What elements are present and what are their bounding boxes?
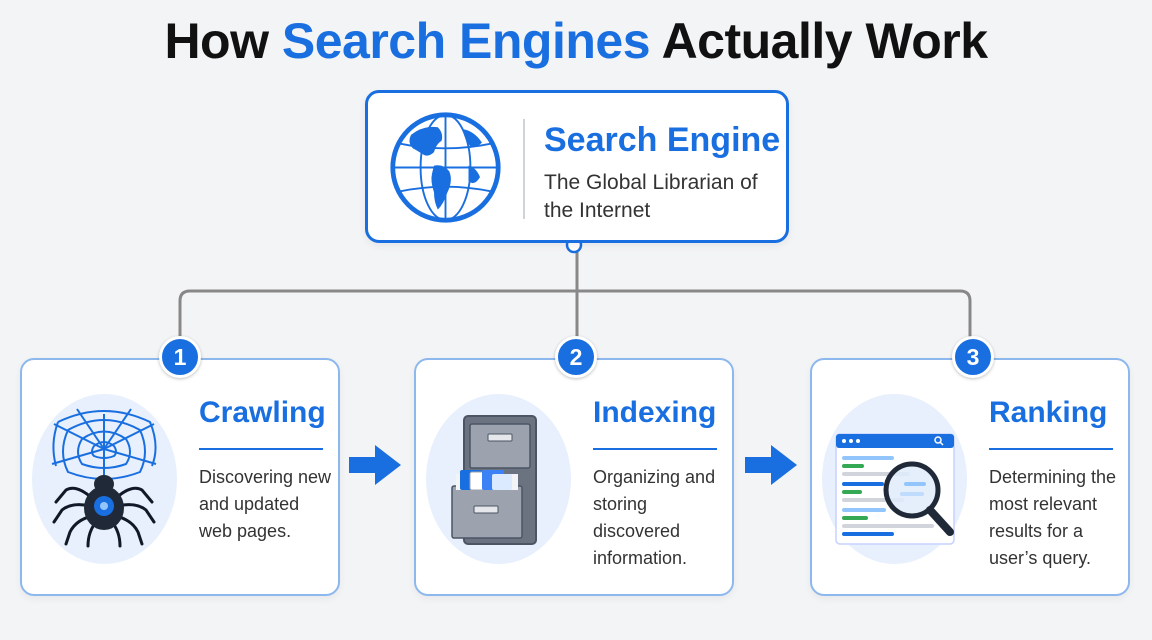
step-underline: [593, 448, 717, 450]
page-title: How Search Engines Actually Work: [0, 12, 1152, 70]
title-prefix: How: [164, 13, 282, 69]
step-underline: [199, 448, 323, 450]
step-card-crawling: Crawling Discovering new and updated web…: [20, 358, 340, 596]
globe-icon: [390, 112, 501, 223]
title-suffix: Actually Work: [650, 13, 988, 69]
step-title: Ranking: [989, 396, 1108, 429]
step-card-ranking: Ranking Determining the most relevant re…: [810, 358, 1130, 596]
step-title: Crawling: [199, 396, 326, 429]
step-2-badge: 2: [555, 336, 597, 378]
step-1-badge: 1: [159, 336, 201, 378]
step-title: Indexing: [593, 396, 717, 429]
title-highlight: Search Engines: [281, 13, 651, 69]
step-description: Organizing and storing discovered inform…: [593, 467, 716, 568]
engine-divider: [523, 119, 525, 219]
search-results-magnifier-icon: [835, 433, 955, 545]
engine-title: Search Engine: [544, 121, 781, 159]
step-description: Discovering new and updated web pages.: [199, 467, 332, 541]
search-engine-box: Search Engine The Global Librarian of th…: [365, 90, 789, 243]
arrow-right-icon: [349, 445, 401, 485]
step-underline: [989, 448, 1113, 450]
step-card-indexing: Indexing Organizing and storing discover…: [414, 358, 734, 596]
spider-web-icon: [51, 408, 157, 548]
arrow-right-icon: [745, 445, 797, 485]
step-description: Determining the most relevant results fo…: [989, 467, 1117, 568]
step-3-badge: 3: [952, 336, 994, 378]
engine-subtitle: The Global Librarian of the Internet: [544, 171, 758, 222]
connector-branch: [178, 289, 972, 357]
file-cabinet-icon: [451, 415, 537, 545]
